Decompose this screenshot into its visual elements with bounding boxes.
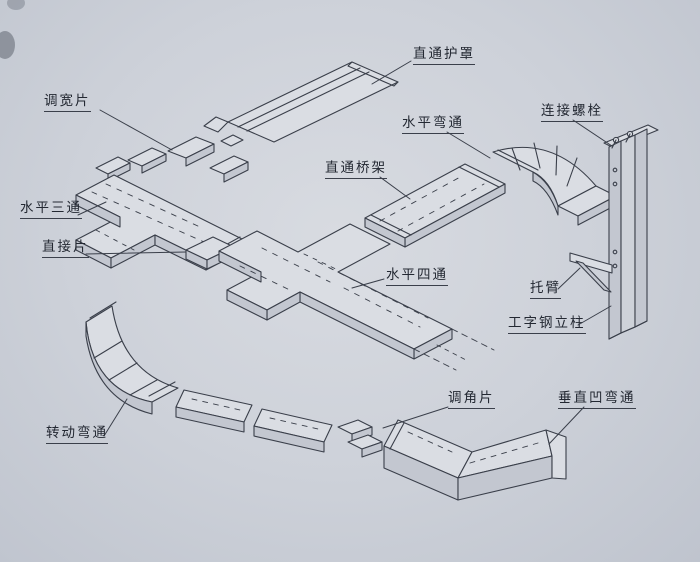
- label-horizontal-tee: 水平三通: [20, 201, 82, 219]
- horizontal-tee-drawing: [75, 174, 245, 271]
- label-connecting-bolt: 连接螺栓: [541, 104, 603, 122]
- label-straight-tray: 直通桥架: [325, 161, 387, 179]
- label-vertical-concave-elbow: 垂直凹弯通: [558, 391, 636, 409]
- label-straight-cover: 直通护罩: [413, 47, 475, 65]
- label-horizontal-elbow: 水平弯通: [402, 116, 464, 134]
- label-horizontal-cross: 水平四通: [386, 268, 448, 286]
- label-support-arm: 托臂: [530, 281, 561, 299]
- straight-cover-drawing: [203, 61, 399, 147]
- leader-lines: [77, 60, 613, 445]
- label-direct-piece: 直接片: [42, 240, 89, 258]
- connecting-bolt-drawing: [611, 130, 634, 149]
- support-arm-drawing: [569, 252, 613, 293]
- label-i-beam-column: 工字钢立柱: [508, 316, 586, 334]
- vertical-concave-elbow-drawing: [383, 419, 567, 501]
- rotating-elbow-drawing: [85, 301, 179, 415]
- label-angle-adjust-piece: 调角片: [448, 391, 495, 409]
- straight-tray-drawing: [364, 163, 506, 248]
- angle-adjust-piece-drawing: [337, 419, 383, 458]
- horizontal-elbow-drawing: [492, 142, 617, 226]
- width-adjust-piece-drawing: [95, 136, 249, 183]
- bottom-tray-segments-drawing: [175, 389, 333, 453]
- horizontal-cross-drawing: [218, 223, 495, 371]
- label-rotating-elbow: 转动弯通: [46, 426, 108, 444]
- label-width-adjust-piece: 调宽片: [44, 94, 91, 112]
- photo-artifact: [0, 0, 25, 59]
- i-beam-column-drawing: [603, 124, 659, 340]
